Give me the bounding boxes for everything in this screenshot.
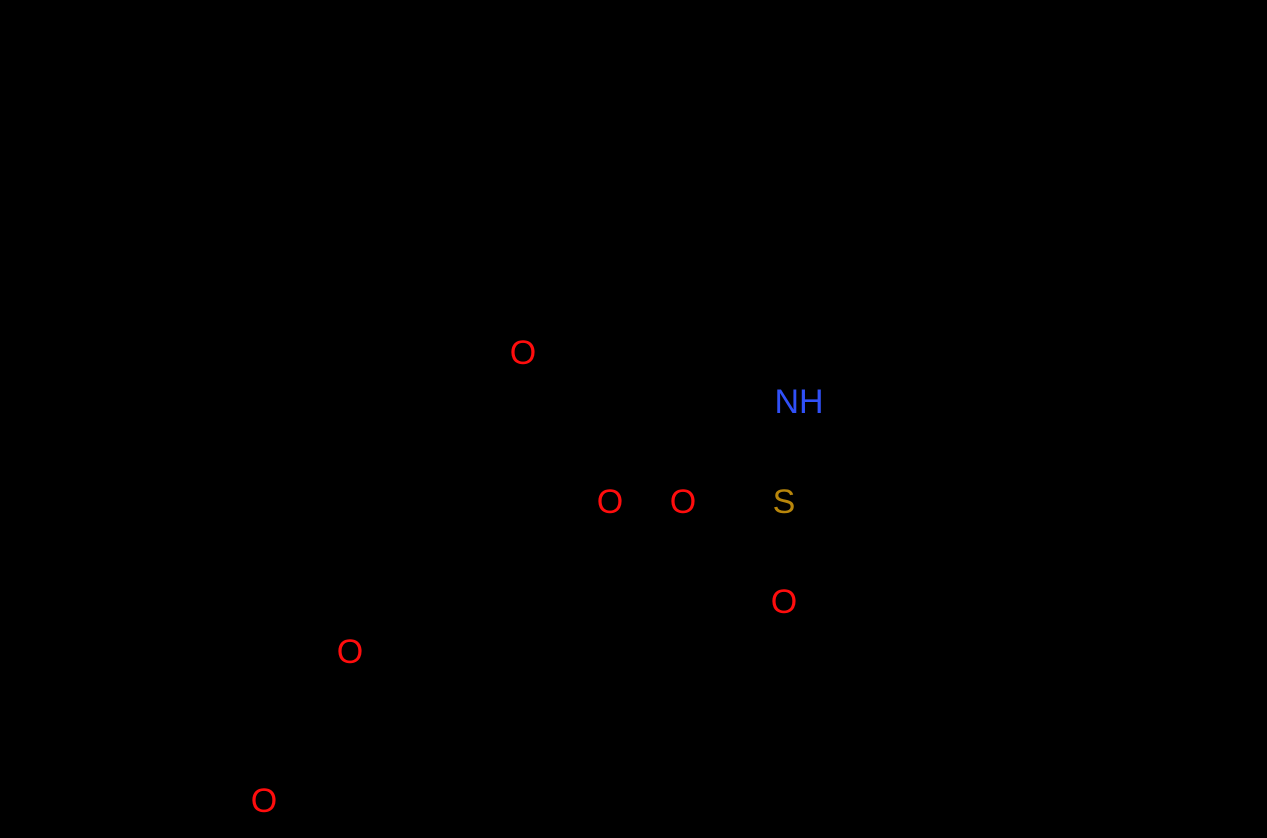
atom-label: O bbox=[250, 782, 278, 820]
atom-label: O bbox=[669, 483, 697, 521]
atom-label: O bbox=[509, 334, 537, 372]
atom-label: O bbox=[770, 583, 798, 621]
atom-label: NH bbox=[774, 383, 824, 421]
atom-label: O bbox=[596, 483, 624, 521]
atom-label: S bbox=[772, 483, 796, 521]
atom-label: O bbox=[336, 633, 364, 671]
